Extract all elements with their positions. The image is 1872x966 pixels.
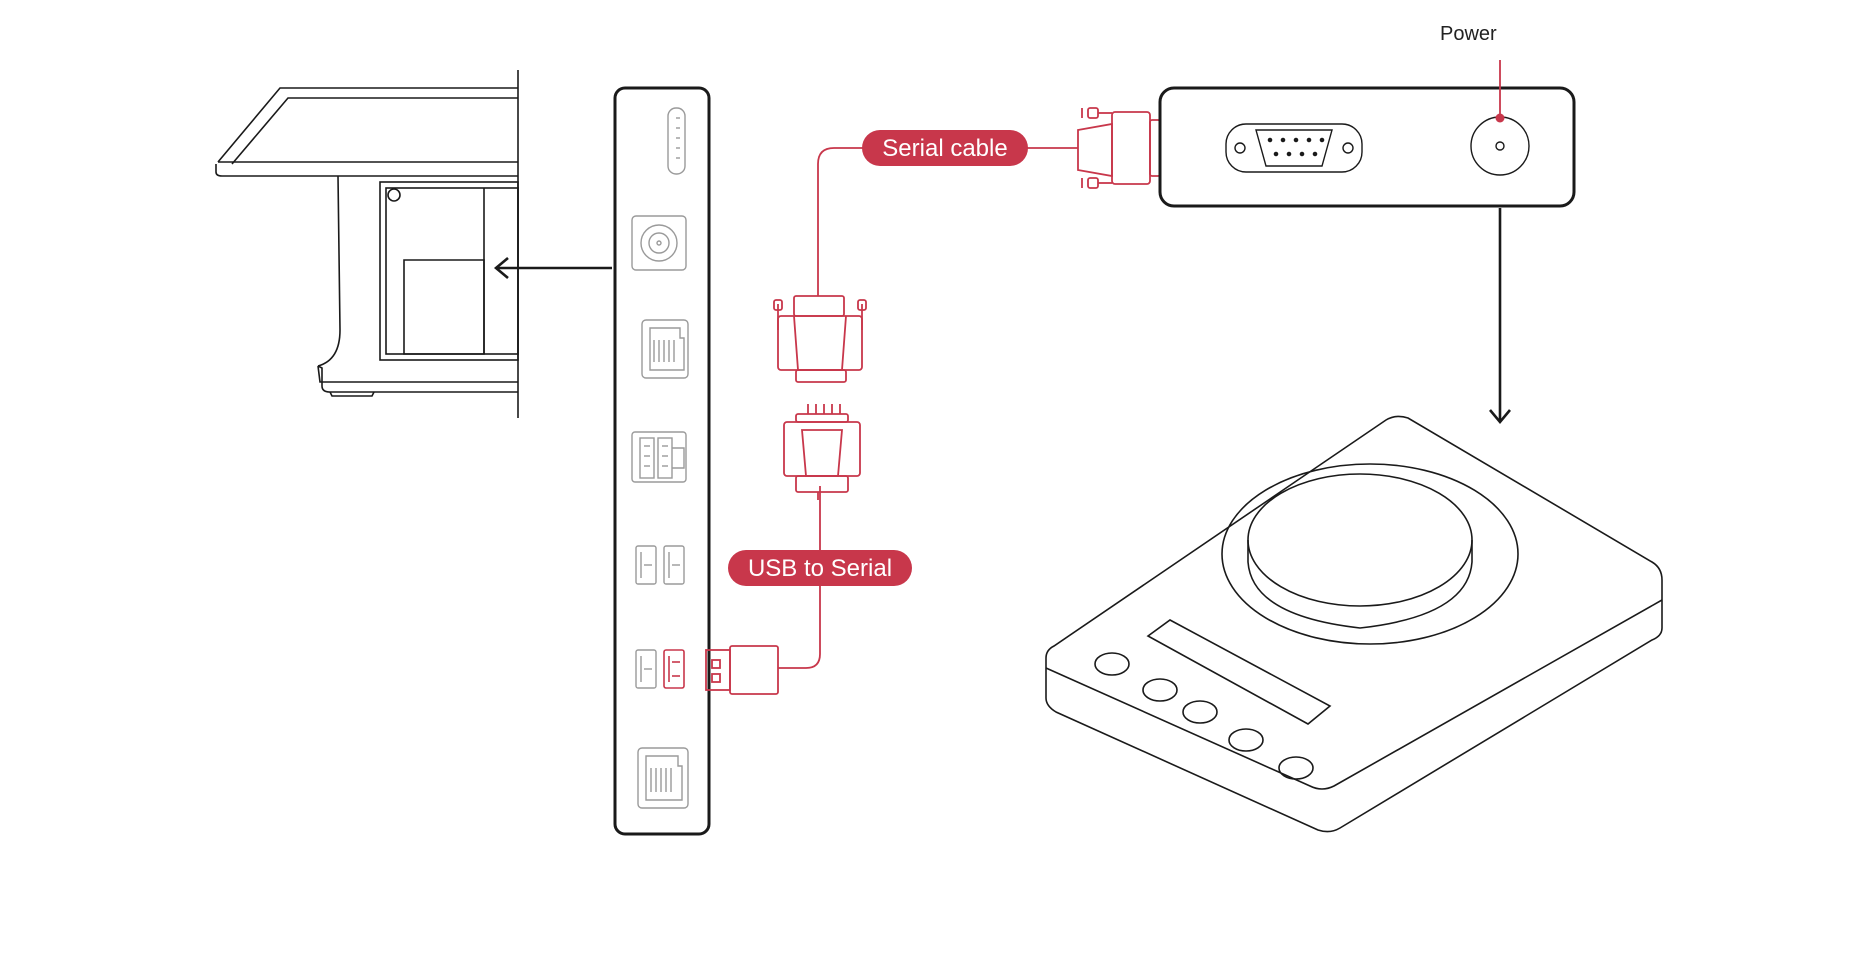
usb-to-serial-cable: [705, 107, 1206, 695]
pos-terminal-illustration: [215, 70, 519, 418]
arrow-to-terminal: [493, 257, 612, 279]
panel-usb-stack-icon: [631, 431, 687, 483]
io-port-panel: [613, 86, 711, 836]
usb-to-serial-label-text: USB to Serial: [748, 555, 892, 582]
power-label: Power: [1440, 23, 1497, 45]
panel-power-jack-icon: [631, 215, 687, 271]
usb-a-plug-icon: [705, 645, 779, 695]
arrow-to-scale: [1489, 208, 1511, 425]
panel-connector-slot: [667, 107, 686, 175]
db9-side-plug-icon: [1077, 107, 1161, 189]
serial-cable-label-text: Serial cable: [882, 135, 1007, 162]
serial-cable-label: Serial cable: [862, 130, 1028, 166]
db9-serial-port-icon: [1225, 123, 1363, 173]
panel-ethernet-port-icon: [637, 747, 689, 809]
power-pointer: [1495, 60, 1505, 123]
scale-rear-panel: [1158, 86, 1576, 208]
usb-to-serial-label: USB to Serial: [728, 550, 912, 586]
db9-male-connector-icon: [783, 404, 861, 500]
weighing-scale-illustration: [1045, 415, 1663, 833]
panel-ethernet-port-icon: [641, 319, 689, 379]
panel-usb-pair-icon: [635, 545, 685, 585]
panel-usb-port-highlighted-icon: [663, 649, 685, 689]
panel-usb-port-icon: [635, 649, 657, 689]
db9-female-connector-icon: [773, 164, 867, 383]
